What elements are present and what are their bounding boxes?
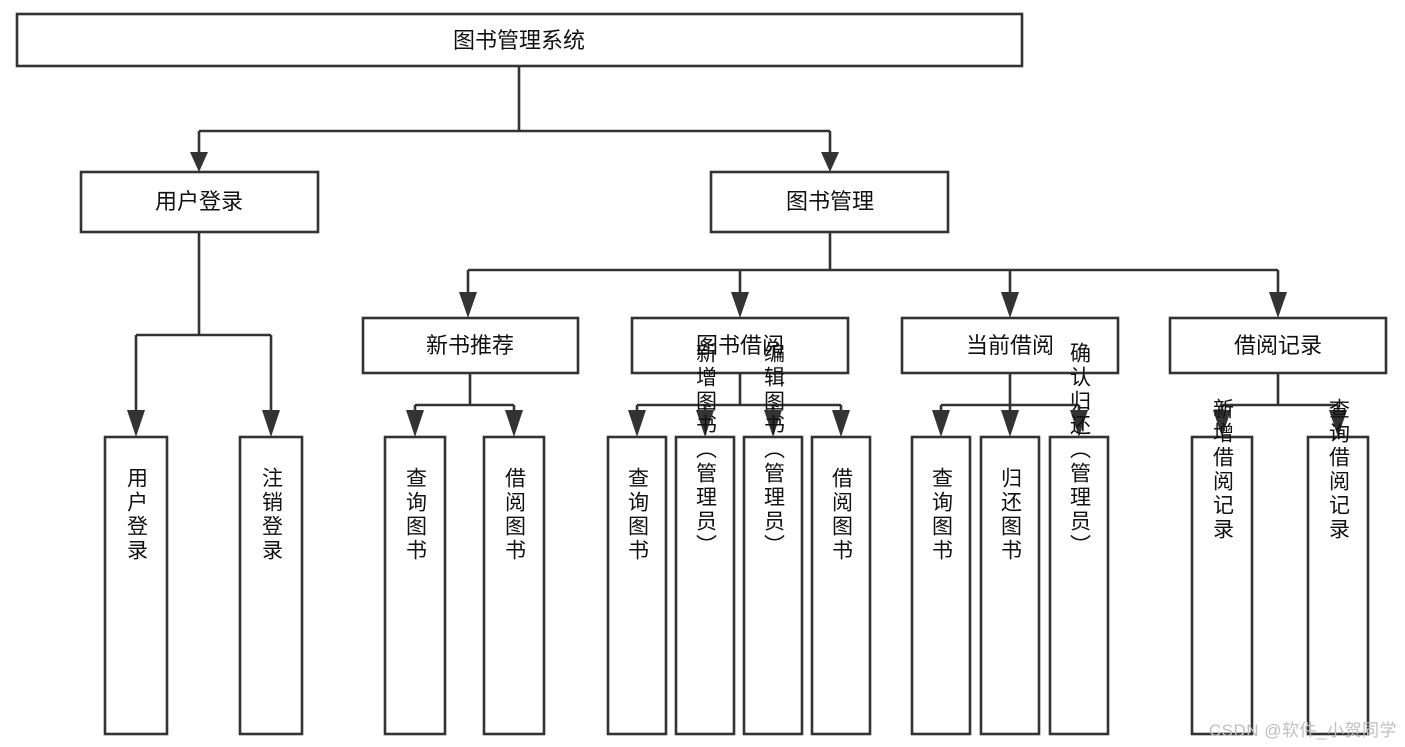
leaf-current-borrow-3-box bbox=[1048, 435, 1110, 736]
node-borrow-record-label: 借阅记录 bbox=[1234, 333, 1322, 358]
leaf-book-borrow-2[interactable]: 新增图书（管理员） bbox=[674, 342, 736, 736]
leaf-book-borrow-4-box bbox=[810, 435, 872, 736]
node-book-management-box bbox=[709, 170, 950, 234]
node-current-borrow[interactable]: 当前借阅 bbox=[900, 316, 1120, 375]
node-user-login[interactable]: 用户登录 bbox=[79, 170, 320, 234]
arrowhead-newbook bbox=[459, 292, 477, 318]
arrowhead-br-leaf2 bbox=[1329, 410, 1347, 437]
leaf-borrow-record-2-box bbox=[1306, 435, 1370, 736]
node-borrow-record-box bbox=[1168, 316, 1388, 375]
leaf-borrow-record-1[interactable]: 新增借阅记录 bbox=[1190, 398, 1254, 736]
leaf-user-login-1-label: 用户登录 bbox=[125, 467, 149, 563]
leaf-borrow-record-2-label: 查询借阅记录 bbox=[1327, 398, 1351, 542]
leaf-book-borrow-1[interactable]: 查询图书 bbox=[606, 435, 668, 736]
leaf-new-book-1-label: 查询图书 bbox=[404, 467, 428, 563]
leaf-current-borrow-2[interactable]: 归还图书 bbox=[979, 435, 1041, 736]
leaf-new-book-2-box bbox=[482, 435, 546, 736]
leaf-book-borrow-1-label: 查询图书 bbox=[626, 467, 650, 563]
leaf-book-borrow-4[interactable]: 借阅图书 bbox=[810, 435, 872, 736]
arrowhead-ul-leaf2 bbox=[262, 410, 280, 437]
leaf-new-book-1[interactable]: 查询图书 bbox=[383, 435, 447, 736]
arrowhead-nb-leaf2 bbox=[505, 410, 523, 437]
leaf-book-borrow-1-box bbox=[606, 435, 668, 736]
leaf-user-login-2-label: 注销登录 bbox=[260, 467, 284, 563]
leaf-user-login-1[interactable]: 用户登录 bbox=[103, 435, 169, 736]
node-new-book-recommend-label: 新书推荐 bbox=[426, 333, 514, 358]
arrowhead-nb-leaf1 bbox=[406, 410, 424, 437]
node-root-system[interactable]: 图书管理系统 bbox=[15, 12, 1024, 68]
node-current-borrow-label: 当前借阅 bbox=[966, 333, 1054, 358]
node-new-book-recommend-box bbox=[361, 316, 580, 375]
leaf-book-borrow-3-label: 编辑图书（管理员） bbox=[762, 342, 786, 558]
arrowhead-br-leaf1 bbox=[1213, 410, 1231, 437]
leaf-current-borrow-1-label: 查询图书 bbox=[930, 467, 954, 563]
arrowhead-cb-leaf1 bbox=[932, 410, 950, 437]
leaf-borrow-record-1-box bbox=[1190, 435, 1254, 736]
arrowhead-bookborrow bbox=[731, 292, 749, 318]
leaf-current-borrow-3-label: 确认归还（管理员） bbox=[1068, 342, 1092, 558]
arrowhead-bookmgmt bbox=[821, 152, 839, 172]
node-user-login-label: 用户登录 bbox=[155, 189, 243, 214]
leaf-borrow-record-1-label: 新增借阅记录 bbox=[1211, 398, 1235, 542]
leaf-book-borrow-3[interactable]: 编辑图书（管理员） bbox=[742, 342, 804, 736]
leaf-new-book-2[interactable]: 借阅图书 bbox=[482, 435, 546, 736]
leaf-book-borrow-2-label: 新增图书（管理员） bbox=[694, 342, 718, 558]
arrowhead-bb-leaf3 bbox=[764, 410, 782, 437]
arrowhead-ul-leaf1 bbox=[127, 410, 145, 437]
leaf-current-borrow-1[interactable]: 查询图书 bbox=[910, 435, 972, 736]
node-current-borrow-box bbox=[900, 316, 1120, 375]
node-borrow-record[interactable]: 借阅记录 bbox=[1168, 316, 1388, 375]
leaf-user-login-2[interactable]: 注销登录 bbox=[238, 435, 304, 736]
node-user-login-box bbox=[79, 170, 320, 234]
leaf-book-borrow-2-box bbox=[674, 435, 736, 736]
node-book-management[interactable]: 图书管理 bbox=[709, 170, 950, 234]
node-book-borrow-box bbox=[630, 316, 850, 375]
arrowhead-bb-leaf2 bbox=[696, 410, 714, 437]
connector-group bbox=[127, 66, 1347, 437]
arrowhead-borrowrecord bbox=[1269, 292, 1287, 318]
node-new-book-recommend[interactable]: 新书推荐 bbox=[361, 316, 580, 375]
node-root-box bbox=[15, 12, 1024, 68]
leaf-new-book-1-box bbox=[383, 435, 447, 736]
leaf-borrow-record-2[interactable]: 查询借阅记录 bbox=[1306, 398, 1370, 736]
leaf-current-borrow-2-label: 归还图书 bbox=[999, 467, 1023, 563]
leaf-current-borrow-3[interactable]: 确认归还（管理员） bbox=[1048, 342, 1110, 736]
leaf-current-borrow-1-box bbox=[910, 435, 972, 736]
leaf-book-borrow-3-box bbox=[742, 435, 804, 736]
arrowhead-cb-leaf2 bbox=[1001, 410, 1019, 437]
node-book-borrow[interactable]: 图书借阅 bbox=[630, 316, 850, 375]
leaf-new-book-2-label: 借阅图书 bbox=[503, 467, 527, 563]
arrowhead-userlogin bbox=[190, 152, 208, 172]
arrowhead-currentborrow bbox=[1001, 292, 1019, 318]
arrowhead-bb-leaf4 bbox=[832, 410, 850, 437]
leaf-current-borrow-2-box bbox=[979, 435, 1041, 736]
arrowhead-bb-leaf1 bbox=[628, 410, 646, 437]
node-book-borrow-label: 图书借阅 bbox=[696, 333, 784, 358]
leaf-user-login-1-box bbox=[103, 435, 169, 736]
leaf-user-login-2-box bbox=[238, 435, 304, 736]
arrowhead-cb-leaf3 bbox=[1070, 410, 1088, 437]
leaf-book-borrow-4-label: 借阅图书 bbox=[830, 467, 854, 563]
node-root-label: 图书管理系统 bbox=[453, 28, 585, 53]
node-book-management-label: 图书管理 bbox=[786, 189, 874, 214]
